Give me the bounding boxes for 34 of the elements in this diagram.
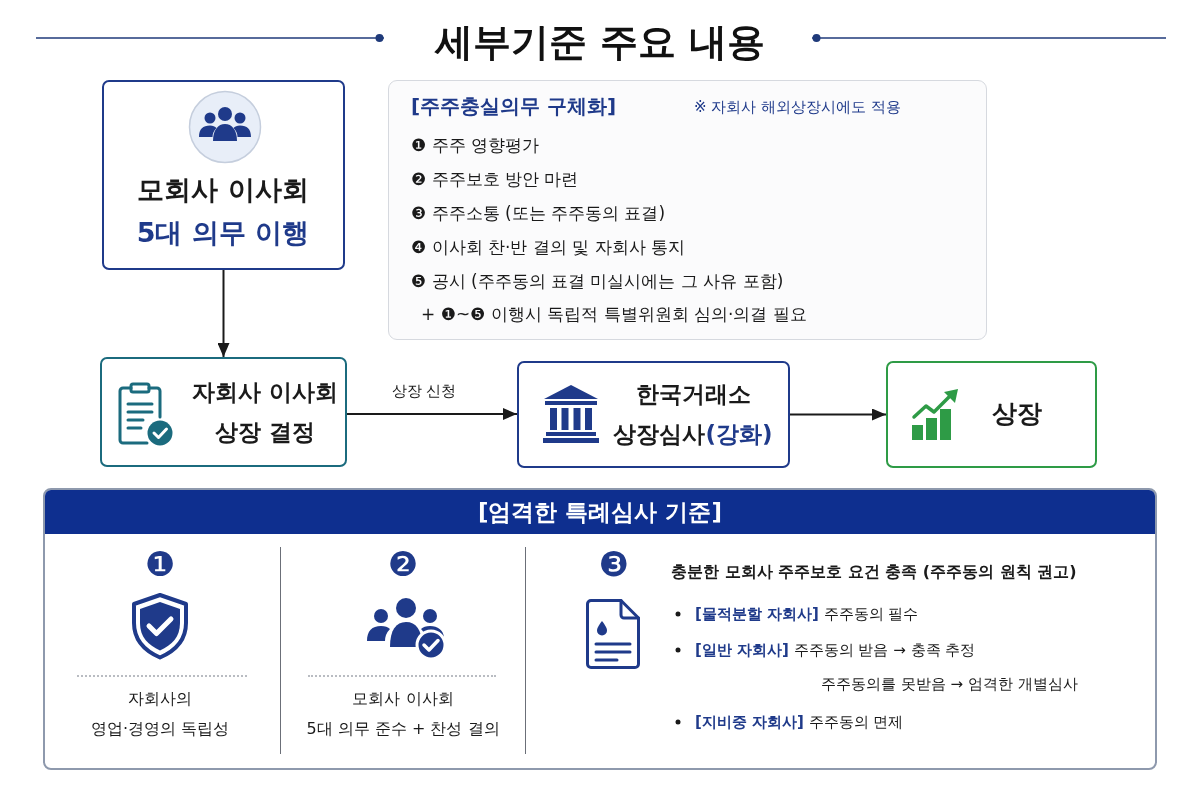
note-text: ※ 자회사 해외상장시에도 적용 — [694, 97, 901, 117]
box-title: 모회사 이사회 — [137, 173, 309, 207]
list-item: ❸ 주주소통 (또는 주주동의 표결) — [411, 203, 666, 225]
criterion-heading: 충분한 모회사 주주보호 요건 충족 (주주동의 원칙 권고) — [671, 562, 1077, 582]
list-item: ❹ 이사회 찬·반 결의 및 자회사 통지 — [411, 237, 686, 259]
criterion-item: [일반 자회사] 주주동의 받음 → 충족 추정 — [695, 640, 976, 660]
step-number: ❸ — [598, 547, 630, 581]
criterion-text: 모회사 이사회 5대 의무 준수 + 찬성 결의 — [306, 688, 500, 740]
criterion-item: 주주동의를 못받음 → 엄격한 개별심사 — [821, 674, 1078, 694]
step-number: ❶ — [144, 547, 176, 581]
criterion-text: 자회사의 영업·경영의 독립성 — [90, 688, 230, 740]
list-item: ❺ 공시 (주주동의 표결 미실시에는 그 사유 포함) — [411, 271, 784, 293]
box-label: 상장 — [992, 398, 1042, 430]
criteria-panel — [43, 488, 1157, 770]
process-box — [102, 80, 345, 270]
diagram-title: 세부기준 주요 내용 — [434, 18, 766, 66]
criterion-item: [물적분할 자회사] 주주동의 필수 — [695, 604, 919, 624]
process-box — [886, 361, 1097, 468]
criterion-item: [지비중 자회사] 주주동의 면제 — [695, 712, 904, 732]
arrow — [346, 408, 518, 420]
info-panel — [388, 80, 987, 340]
arrow — [789, 408, 887, 421]
list-item: ❷ 주주보호 방안 마련 — [411, 169, 579, 191]
box-subtitle: 5대 의무 이행 — [136, 216, 310, 250]
box-label: 한국거래소 상장심사(강화) — [613, 380, 773, 449]
process-box — [100, 357, 347, 467]
step-number: ❷ — [387, 547, 419, 581]
process-box — [517, 361, 790, 468]
list-item: + ❶~❺ 이행시 독립적 특별위원회 심의·의결 필요 — [421, 304, 807, 326]
panel-banner: [엄격한 특례심사 기준] — [45, 490, 1155, 534]
arrow — [217, 269, 230, 358]
list-item: ❶ 주주 영향평가 — [411, 135, 540, 157]
box-label: 자회사 이사회 상장 결정 — [192, 378, 338, 447]
panel-heading: [주주충실의무 구체화] — [411, 93, 617, 119]
